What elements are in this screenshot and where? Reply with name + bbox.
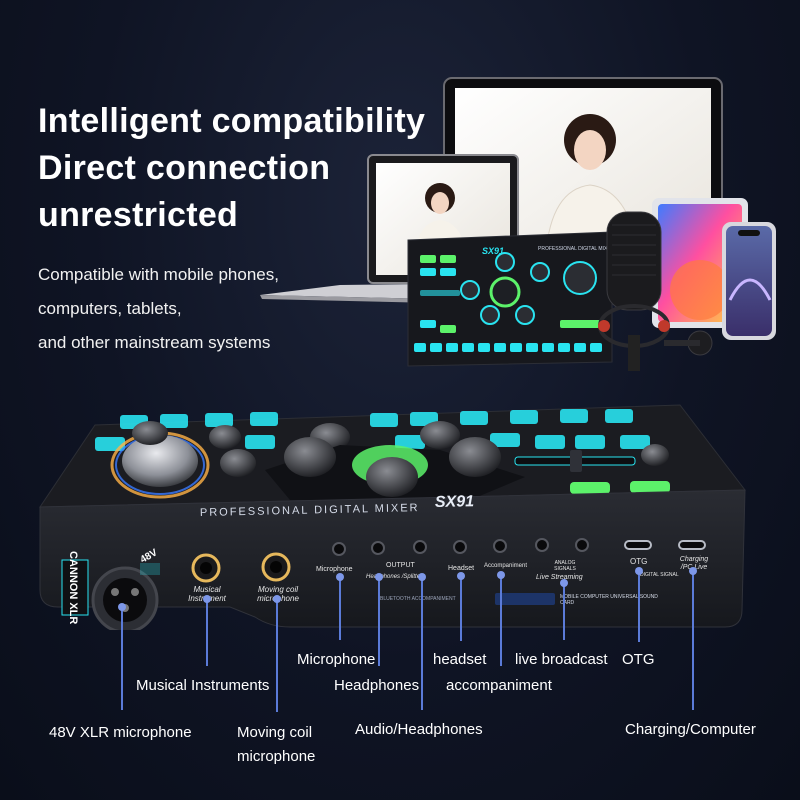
leader-microphone — [336, 573, 344, 640]
devices-illustration: SX91 PROFESSIONAL DIGITAL MIXER — [260, 77, 776, 371]
port-label-digital-signal: DIGITAL SIGNAL — [640, 572, 679, 578]
leader-audio-headphones — [418, 573, 426, 710]
phone — [722, 222, 776, 340]
mini-mixer-model: SX91 — [482, 246, 504, 256]
mixer-illustration: PROFESSIONAL DIGITAL MIXER SX91 — [39, 404, 746, 630]
mini-mixer — [407, 231, 613, 367]
headline: Intelligent compatibility Direct connect… — [38, 98, 425, 239]
leader-accompaniment — [497, 571, 505, 666]
headline-line-3: unrestricted — [38, 196, 239, 234]
leader-moving-coil — [273, 595, 281, 712]
callout-live-broadcast: live broadcast — [515, 651, 608, 668]
port-label-accompaniment: Accompaniment — [484, 563, 528, 569]
callout-audio-headphones: Audio/Headphones — [355, 721, 483, 738]
port-label-analog-signals: ANALOG SIGNALS — [554, 560, 576, 572]
callout-headset: headset — [433, 651, 487, 668]
port-label-otg: OTG — [630, 557, 648, 566]
subtext: Compatible with mobile phones, computers… — [38, 258, 279, 360]
callout-xlr-microphone: 48V XLR microphone — [49, 724, 192, 741]
callout-musical-instruments: Musical Instruments — [136, 677, 270, 694]
port-label-live-streaming: Live Streaming — [536, 574, 583, 581]
callout-moving-coil: Moving coil microphone — [237, 721, 315, 769]
xlr-badge: CANNON XLR — [54, 551, 86, 624]
subtext-line-3: and other mainstream systems — [38, 333, 271, 352]
headline-line-1: Intelligent compatibility — [38, 102, 426, 140]
leader-xlr — [118, 603, 126, 710]
port-label-output: OUTPUT — [386, 562, 415, 569]
callout-otg: OTG — [622, 651, 655, 668]
mini-mixer-caption: PROFESSIONAL DIGITAL MIXER — [538, 246, 615, 252]
mixer-caption: PROFESSIONAL DIGITAL MIXER — [200, 502, 420, 519]
leader-instrument — [203, 595, 211, 666]
callout-moving-coil-line-1: Moving coil — [237, 724, 313, 741]
green-button-1 — [570, 482, 610, 494]
callout-headphones: Headphones — [334, 677, 420, 694]
leader-charging — [689, 567, 697, 710]
callout-moving-coil-line-2: microphone — [237, 748, 316, 765]
leader-headset — [457, 572, 465, 641]
port-label-headphones-splitters: Headphones /Splitters — [366, 574, 426, 580]
port-label-universal-card: MOBILE COMPUTER UNIVERSAL SOUND CARD — [560, 594, 658, 606]
top-buttons — [95, 409, 650, 451]
leader-headphones — [375, 573, 383, 666]
condenser-microphone — [598, 211, 713, 371]
xlr-badge-text: CANNON XLR — [67, 551, 79, 625]
leader-live-broadcast — [560, 579, 568, 640]
port-label-bluetooth: BLUETOOTH ACCOMPANIMENT — [380, 596, 456, 602]
callout-accompaniment: accompaniment — [446, 677, 552, 694]
leader-otg — [635, 567, 643, 642]
callout-microphone: Microphone — [297, 651, 376, 668]
port-label-headset: Headset — [448, 565, 475, 572]
mixer-model: SX91 — [435, 493, 475, 511]
callout-charging-computer: Charging/Computer — [625, 721, 756, 738]
subtext-line-1: Compatible with mobile phones, — [38, 265, 279, 284]
headline-line-2: Direct connection — [38, 149, 331, 187]
port-label-microphone: Microphone — [316, 566, 353, 573]
green-button-2 — [630, 481, 670, 493]
subtext-line-2: computers, tablets, — [38, 299, 182, 318]
